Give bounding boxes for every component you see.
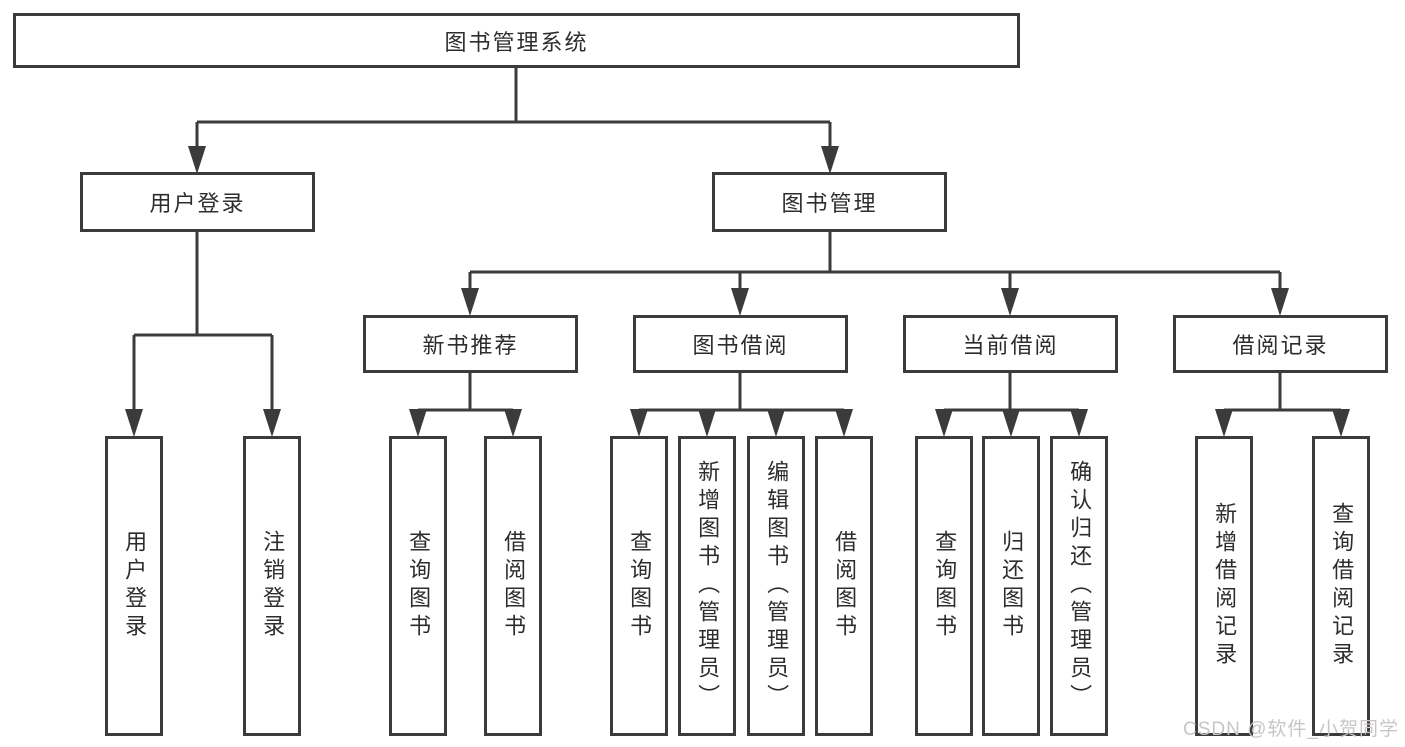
csdn-watermark: CSDN @软件_小贺同学 xyxy=(1183,719,1399,740)
leaf-user-login: 用户登录 xyxy=(105,436,163,736)
leaf-confirm-return-admin: 确认归还（管理员） xyxy=(1050,436,1108,736)
node-book-management: 图书管理 xyxy=(712,172,947,232)
node-label: 查询借阅记录 xyxy=(1329,502,1355,670)
node-label: 新增图书（管理员） xyxy=(695,460,721,712)
node-label: 借阅图书 xyxy=(501,530,527,642)
node-label: 查询图书 xyxy=(932,530,958,642)
node-label: 当前借阅 xyxy=(962,333,1059,358)
tree-edges xyxy=(132,68,1343,430)
node-label: 注销登录 xyxy=(260,530,286,642)
leaf-query-books-borrow: 查询图书 xyxy=(610,436,668,736)
node-label: 新书推荐 xyxy=(422,333,519,358)
node-label: 图书借阅 xyxy=(692,333,789,358)
node-label: 查询图书 xyxy=(627,530,653,642)
node-label: 用户登录 xyxy=(122,530,148,642)
node-label: 编辑图书（管理员） xyxy=(764,460,790,712)
node-label: 确认归还（管理员） xyxy=(1067,460,1093,712)
node-label: 借阅图书 xyxy=(832,530,858,642)
leaf-query-books-current: 查询图书 xyxy=(915,436,973,736)
leaf-query-borrow-record: 查询借阅记录 xyxy=(1312,436,1370,736)
node-new-book-recommend: 新书推荐 xyxy=(363,315,578,373)
node-label: 借阅记录 xyxy=(1232,333,1329,358)
leaf-add-book-admin: 新增图书（管理员） xyxy=(678,436,736,736)
node-label: 新增借阅记录 xyxy=(1212,502,1238,670)
node-borrow-records: 借阅记录 xyxy=(1173,315,1388,373)
arrowhead-icon xyxy=(125,146,1350,437)
leaf-query-books-recommend: 查询图书 xyxy=(389,436,447,736)
leaf-logout: 注销登录 xyxy=(243,436,301,736)
node-current-borrow: 当前借阅 xyxy=(903,315,1118,373)
node-label: 用户登录 xyxy=(149,191,246,216)
node-library-system: 图书管理系统 xyxy=(13,13,1020,68)
leaf-add-borrow-record: 新增借阅记录 xyxy=(1195,436,1253,736)
node-label: 图书管理 xyxy=(781,191,878,216)
node-user-login: 用户登录 xyxy=(80,172,315,232)
leaf-return-books: 归还图书 xyxy=(982,436,1040,736)
node-book-borrow: 图书借阅 xyxy=(633,315,848,373)
node-label: 查询图书 xyxy=(406,530,432,642)
node-label: 图书管理系统 xyxy=(444,29,589,55)
node-label: 归还图书 xyxy=(999,530,1025,642)
leaf-borrow-books-recommend: 借阅图书 xyxy=(484,436,542,736)
leaf-borrow-books: 借阅图书 xyxy=(815,436,873,736)
leaf-edit-book-admin: 编辑图书（管理员） xyxy=(747,436,805,736)
